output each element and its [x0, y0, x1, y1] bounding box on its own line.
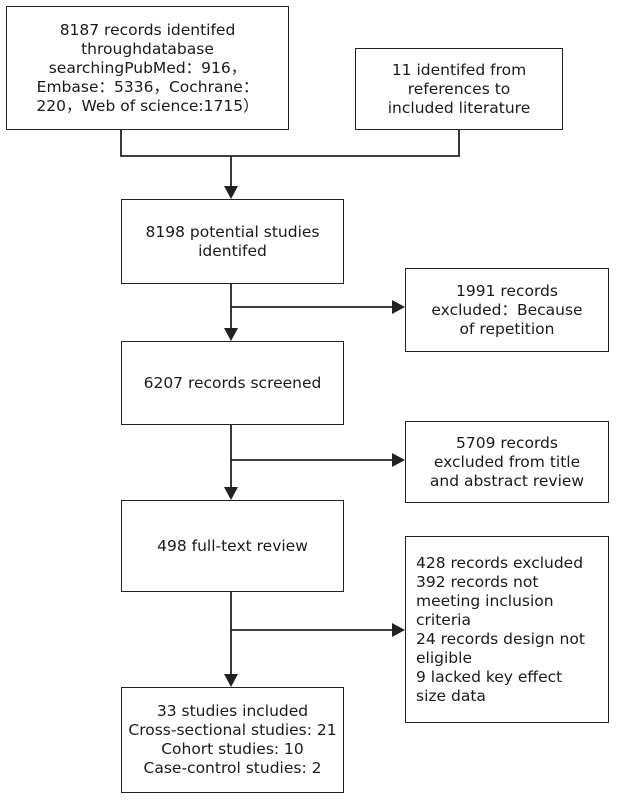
box-records-identified-database-line-4: Embase：5336，Cochrane：	[36, 77, 259, 96]
box-records-identified-database-line-1: 8187 records identifed	[59, 20, 236, 39]
connector-refs-merge	[231, 130, 460, 157]
box-excluded-repetition-line-2: excluded：Because	[431, 300, 583, 319]
box-studies-included-line-1: 33 studies included	[156, 702, 309, 720]
box-fulltext-review-line-1: 498 full-text review	[157, 536, 308, 555]
box-excluded-fulltext-line-1: 428 records excluded	[416, 553, 584, 572]
box-records-screened-line-1: 6207 records screened	[143, 373, 322, 392]
box-excluded-fulltext-line-7: 9 lacked key effect	[416, 667, 563, 686]
box-fulltext-review: 498 full-text review	[121, 500, 344, 592]
box-excluded-fulltext-line-4: criteria	[416, 610, 471, 629]
box-records-identified-database-line-3: searchingPubMed：916，	[48, 58, 247, 77]
box-excluded-fulltext-line-2: 392 records not	[416, 572, 539, 591]
box-records-identified-references-line-1: 11 identifed from	[391, 60, 527, 79]
box-studies-included-line-3: Cohort studies: 10	[161, 740, 304, 758]
box-excluded-fulltext-line-3: meeting inclusion	[416, 591, 554, 610]
box-studies-included-line-2: Cross-sectional studies: 21	[128, 721, 337, 739]
arrowhead-to-fulltext	[224, 487, 238, 500]
box-excluded-repetition-line-1: 1991 records	[456, 281, 558, 300]
arrowhead-to-excluded-repetition	[392, 300, 405, 314]
box-records-identified-references-line-3: included literature	[387, 98, 531, 117]
box-studies-included-line-4: Case-control studies: 2	[143, 759, 322, 777]
arrowhead-to-potential	[224, 186, 238, 199]
arrowhead-to-screened	[224, 328, 238, 341]
box-potential-studies-line-1: 8198 potential studies	[145, 222, 320, 241]
arrowhead-to-included	[224, 674, 238, 687]
box-potential-studies-line-2: identifed	[198, 241, 267, 260]
box-excluded-title-abstract-line-1: 5709 records	[456, 433, 558, 452]
box-records-identified-database-line-5: 220，Web of science:1715）	[36, 96, 259, 115]
box-records-identified-references-line-2: references to	[407, 79, 511, 98]
box-records-screened: 6207 records screened	[121, 341, 344, 425]
box-excluded-title-abstract-line-3: and abstract review	[429, 471, 585, 490]
box-excluded-repetition-line-3: of repetition	[459, 319, 555, 338]
box-excluded-fulltext-line-5: 24 records design not	[416, 629, 585, 648]
connector-db-merge	[120, 130, 231, 157]
box-excluded-title-abstract-line-2: excluded from title	[433, 452, 581, 471]
box-excluded-fulltext-line-6: eligible	[416, 648, 472, 667]
box-records-identified-database-line-2: throughdatabase	[81, 39, 214, 58]
arrowhead-to-excluded-fulltext	[392, 623, 405, 637]
box-excluded-fulltext-line-8: size data	[416, 686, 486, 705]
arrowhead-to-excluded-title	[392, 453, 405, 467]
